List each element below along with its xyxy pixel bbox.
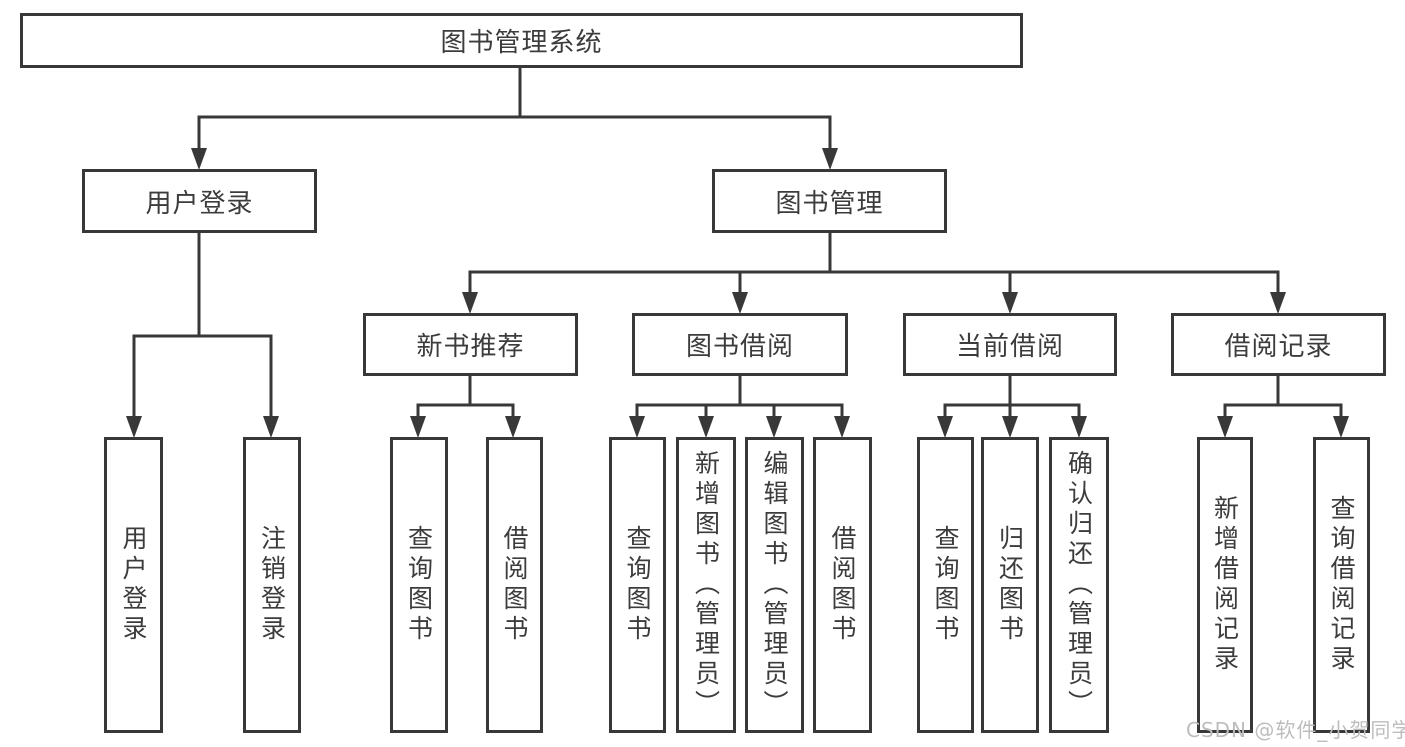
node-label: 确认归还（管理员）: [1064, 450, 1094, 720]
node-label: 图书管理系统: [440, 28, 603, 58]
arrowheads: [126, 148, 1349, 438]
node-label: 归还图书: [995, 525, 1025, 645]
leaf-confirm-return-admin: 确认归还（管理员）: [1049, 437, 1109, 733]
leaf-query-books-borrowing: 查询图书: [609, 437, 666, 733]
node-book-borrowing: 图书借阅: [632, 313, 848, 376]
leaf-add-borrow-record: 新增借阅记录: [1197, 437, 1253, 733]
node-label: 新增借阅记录: [1210, 495, 1240, 675]
node-label: 用户登录: [145, 188, 254, 219]
node-current-borrowing: 当前借阅: [903, 313, 1117, 376]
leaf-user-login: 用户登录: [104, 437, 163, 733]
node-label: 图书管理: [775, 188, 884, 219]
node-label: 借阅记录: [1224, 332, 1333, 362]
leaf-add-books-admin: 新增图书（管理员）: [676, 437, 736, 733]
csdn-watermark: CSDN @软件_小贺同学: [1186, 718, 1405, 742]
node-borrowing-records: 借阅记录: [1171, 313, 1386, 376]
leaf-return-books: 归还图书: [981, 437, 1039, 733]
node-label: 注销登录: [257, 525, 287, 645]
leaf-edit-books-admin: 编辑图书（管理员）: [745, 437, 804, 733]
leaf-borrow-books-borrowing: 借阅图书: [813, 437, 872, 733]
leaf-query-borrow-record: 查询借阅记录: [1313, 437, 1370, 733]
leaf-logout: 注销登录: [243, 437, 301, 733]
node-label: 编辑图书（管理员）: [760, 450, 789, 720]
node-label: 查询图书: [931, 525, 960, 645]
node-label: 用户登录: [119, 525, 148, 645]
node-user-login: 用户登录: [82, 169, 317, 233]
node-label: 查询图书: [404, 525, 434, 645]
node-label: 图书借阅: [685, 332, 794, 362]
node-label: 借阅图书: [500, 525, 529, 645]
node-label: 查询借阅记录: [1327, 495, 1356, 675]
leaf-query-books-current: 查询图书: [917, 437, 974, 733]
node-library-management-system: 图书管理系统: [20, 13, 1023, 68]
node-book-management: 图书管理: [712, 169, 947, 233]
node-label: 当前借阅: [955, 332, 1064, 362]
node-label: 查询图书: [623, 525, 652, 645]
leaf-query-books-recommendation: 查询图书: [390, 437, 448, 733]
node-label: 新增图书（管理员）: [691, 450, 721, 720]
leaf-borrow-books-recommendation: 借阅图书: [486, 437, 543, 733]
node-label: 新书推荐: [416, 332, 525, 362]
node-new-book-recommendation: 新书推荐: [363, 313, 578, 376]
node-label: 借阅图书: [828, 525, 857, 645]
